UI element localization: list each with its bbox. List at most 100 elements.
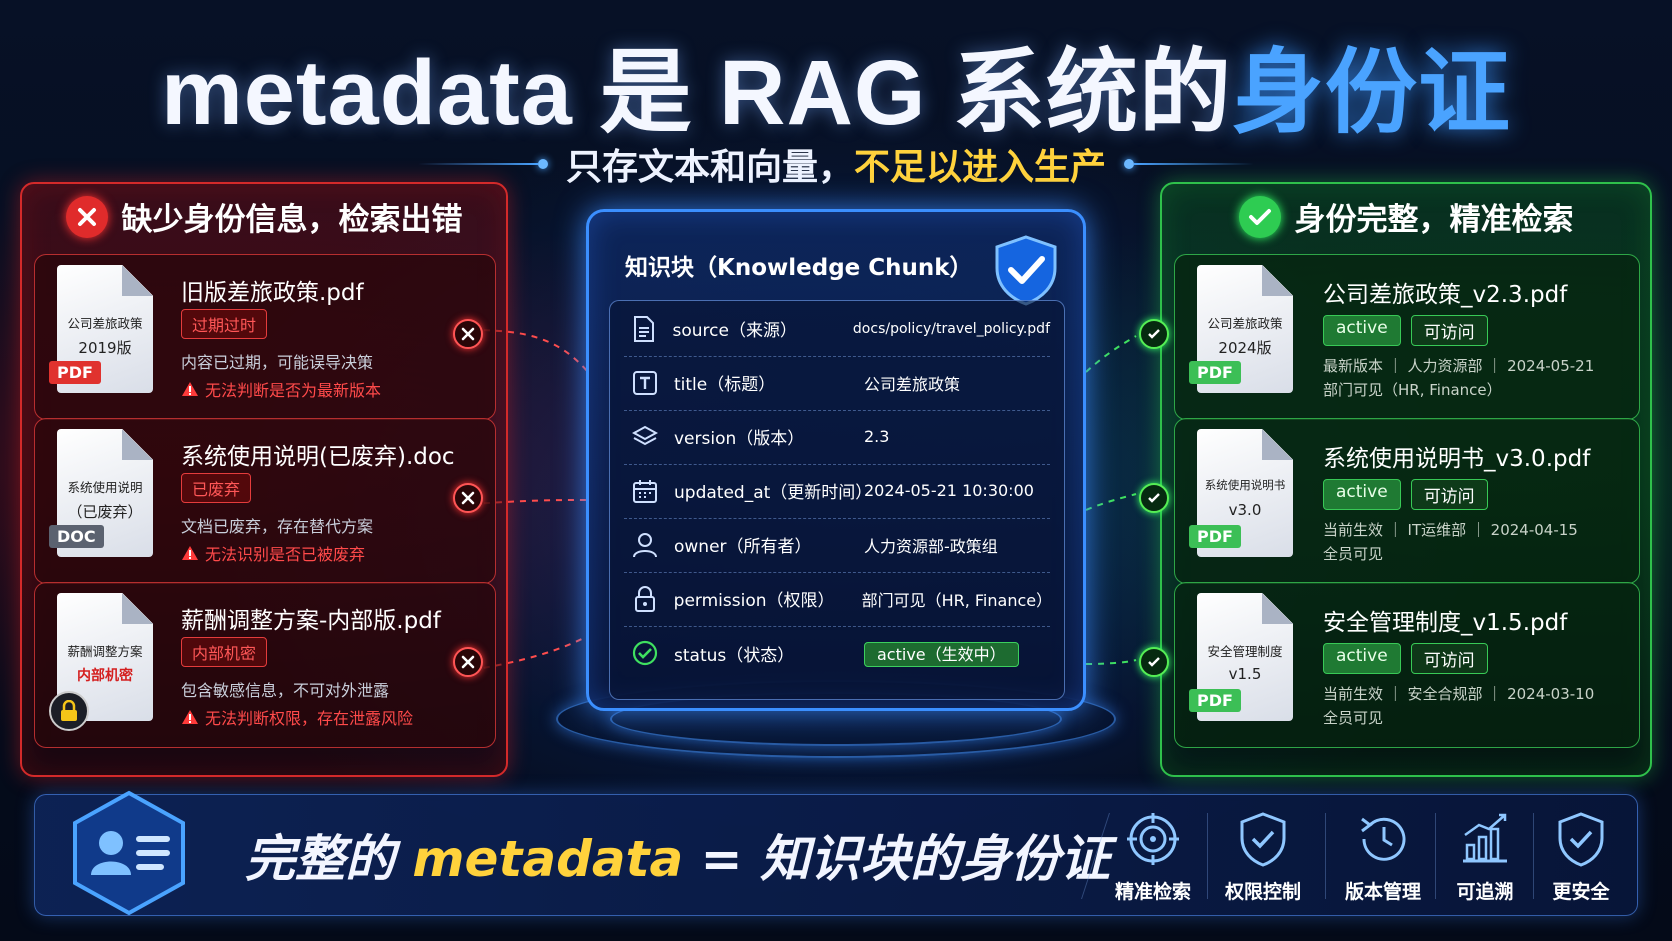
title-highlight: 身份证 <box>1232 42 1512 144</box>
divider <box>1325 813 1326 899</box>
check-circle-icon <box>1139 483 1169 513</box>
card-tags: active 可访问 <box>1323 479 1488 510</box>
metadata-row-title: title（标题） 公司差旅政策 <box>624 355 1050 411</box>
metadata-value: docs/policy/travel_policy.pdf <box>852 320 1050 337</box>
chunk-title: 知识块（Knowledge Chunk） <box>625 255 973 281</box>
card-warning-text: 无法判断权限，存在泄露风险 <box>205 709 414 728</box>
right-card-1[interactable]: 公司差旅政策 2024版 PDF 公司差旅政策_v2.3.pdf active … <box>1139 254 1640 420</box>
left-card-1[interactable]: 公司差旅政策 2019版 PDF 旧版差旅政策.pdf 过期过时 内容已过期，可… <box>34 254 496 420</box>
card-warning: 无法判断是否为最新版本 <box>181 377 381 401</box>
feature-label: 版本管理 <box>1344 881 1421 903</box>
knowledge-chunk-card: 知识块（Knowledge Chunk） source（来源） docs/pol… <box>586 209 1086 711</box>
doc-line2: v1.5 <box>1228 665 1262 683</box>
metadata-key: updated_at（更新时间） <box>674 483 873 503</box>
metadata-row-permission: permission（权限） 部门可见（HR, Finance） <box>624 571 1052 627</box>
access-badge: 可访问 <box>1410 315 1488 346</box>
metadata-row-status: status（状态） active（生效中） <box>624 625 1050 681</box>
feature-version-management: 版本管理 <box>1333 809 1433 904</box>
status-badge: active <box>1323 643 1401 674</box>
subtitle-row: 只存文本和向量，不足以进入生产 <box>0 138 1672 190</box>
file-type-tag: PDF <box>1189 361 1241 384</box>
metadata-table: source（来源） docs/policy/travel_policy.pdf… <box>609 300 1065 700</box>
doc-line1: 安全管理制度 <box>1207 644 1283 659</box>
doc-line2: 2024版 <box>1218 339 1272 357</box>
page-title: metadata 是 RAG 系统的身份证 <box>160 42 1512 144</box>
connector-right-3 <box>1085 659 1137 665</box>
card-title: 安全管理制度_v1.5.pdf <box>1323 610 1568 636</box>
feature-permission-control: 权限控制 <box>1213 809 1313 904</box>
check-icon <box>1238 195 1281 238</box>
metadata-key: title（标题） <box>674 375 776 395</box>
text-icon <box>630 368 660 398</box>
lock-icon <box>49 691 89 731</box>
left-card-3[interactable]: 薪酬调整方案 内部机密 薪酬调整方案-内部版.pdf 内部机密 包含敏感信息，不… <box>34 582 496 748</box>
user-icon <box>630 530 660 560</box>
layers-icon <box>630 422 660 452</box>
metadata-row-owner: owner（所有者） 人力资源部-政策组 <box>624 517 1050 573</box>
doc-line2: 内部机密 <box>77 668 133 684</box>
status-badge: 过期过时 <box>181 309 268 339</box>
check-circle-icon <box>630 638 660 668</box>
left-card-2[interactable]: 系统使用说明 （已废弃） DOC 系统使用说明(已废弃).doc 已废弃 文档已… <box>34 418 496 584</box>
subtitle-decor-left <box>417 159 548 169</box>
error-x-icon <box>453 483 483 513</box>
feature-more-secure: 更安全 <box>1531 809 1631 904</box>
doc-line1: 系统使用说明 <box>67 480 143 495</box>
file-type-tag: PDF <box>1189 689 1241 712</box>
connector-right-2 <box>1085 493 1137 511</box>
card-warning: 无法识别是否已被废弃 <box>181 541 365 565</box>
doc-line1: 公司差旅政策 <box>67 316 143 331</box>
card-visibility: 部门可见（HR, Finance） <box>1323 381 1502 399</box>
target-icon <box>1103 809 1203 869</box>
document-icon: 公司差旅政策 2019版 <box>57 265 153 393</box>
connector-right-1 <box>1085 335 1137 373</box>
doc-line1: 系统使用说明书 <box>1204 478 1286 492</box>
warning-icon <box>182 710 198 724</box>
metadata-key: status（状态） <box>674 645 795 666</box>
error-x-icon <box>65 195 108 238</box>
divider <box>1533 813 1534 899</box>
error-x-icon <box>453 647 483 677</box>
right-card-3[interactable]: 安全管理制度 v1.5 PDF 安全管理制度_v1.5.pdf active 可… <box>1139 582 1640 748</box>
feature-label: 更安全 <box>1552 881 1610 903</box>
card-title: 旧版差旅政策.pdf <box>181 280 364 306</box>
metadata-value: 公司差旅政策 <box>864 374 961 394</box>
check-circle-icon <box>1139 647 1169 677</box>
card-visibility: 全员可见 <box>1323 709 1384 727</box>
metadata-row-updated: updated_at（更新时间） 2024-05-21 10:30:00 <box>624 463 1050 519</box>
doc-line1: 薪酬调整方案 <box>67 644 143 659</box>
doc-line2: 2019版 <box>78 339 132 357</box>
status-badge: active <box>1323 315 1401 346</box>
doc-line2: v3.0 <box>1228 501 1262 519</box>
right-card-2[interactable]: 系统使用说明书 v3.0 PDF 系统使用说明书_v3.0.pdf active… <box>1139 418 1640 584</box>
file-type-tag: PDF <box>49 361 101 384</box>
slogan-highlight: metadata <box>412 830 684 888</box>
status-badge: 已废弃 <box>181 473 252 503</box>
access-badge: 可访问 <box>1410 479 1488 510</box>
clock-history-icon <box>1333 809 1433 869</box>
card-title: 薪酬调整方案-内部版.pdf <box>181 608 441 634</box>
connector-left-3 <box>471 635 589 671</box>
doc-line2: （已废弃） <box>67 503 143 521</box>
metadata-key: owner（所有者） <box>674 537 812 557</box>
file-type-tag: DOC <box>49 525 104 548</box>
card-warning: 无法判断权限，存在泄露风险 <box>181 705 413 729</box>
shield-check-icon <box>1213 809 1313 869</box>
metadata-key: version（版本） <box>674 429 805 449</box>
card-desc: 文档已废弃，存在替代方案 <box>181 517 374 536</box>
error-x-icon <box>453 319 483 349</box>
doc-line1: 公司差旅政策 <box>1207 316 1283 331</box>
bottom-slogan: 完整的 metadata = 知识块的身份证 <box>245 830 1110 888</box>
card-warning-text: 无法识别是否已被废弃 <box>205 545 366 564</box>
bottom-summary-bar: 完整的 metadata = 知识块的身份证 精准检索 权限控制 版本管理 可追… <box>34 790 1638 916</box>
card-tags: active 可访问 <box>1323 315 1488 346</box>
chart-up-icon <box>1435 809 1535 869</box>
card-title: 系统使用说明书_v3.0.pdf <box>1323 446 1591 472</box>
feature-precise-retrieval: 精准检索 <box>1103 809 1203 904</box>
feature-label: 可追溯 <box>1456 881 1514 903</box>
card-desc: 包含敏感信息，不可对外泄露 <box>181 681 390 700</box>
card-tags: active 可访问 <box>1323 643 1488 674</box>
feature-label: 权限控制 <box>1224 881 1301 903</box>
feature-label: 精准检索 <box>1114 881 1191 903</box>
metadata-value: 2024-05-21 10:30:00 <box>864 481 1034 500</box>
